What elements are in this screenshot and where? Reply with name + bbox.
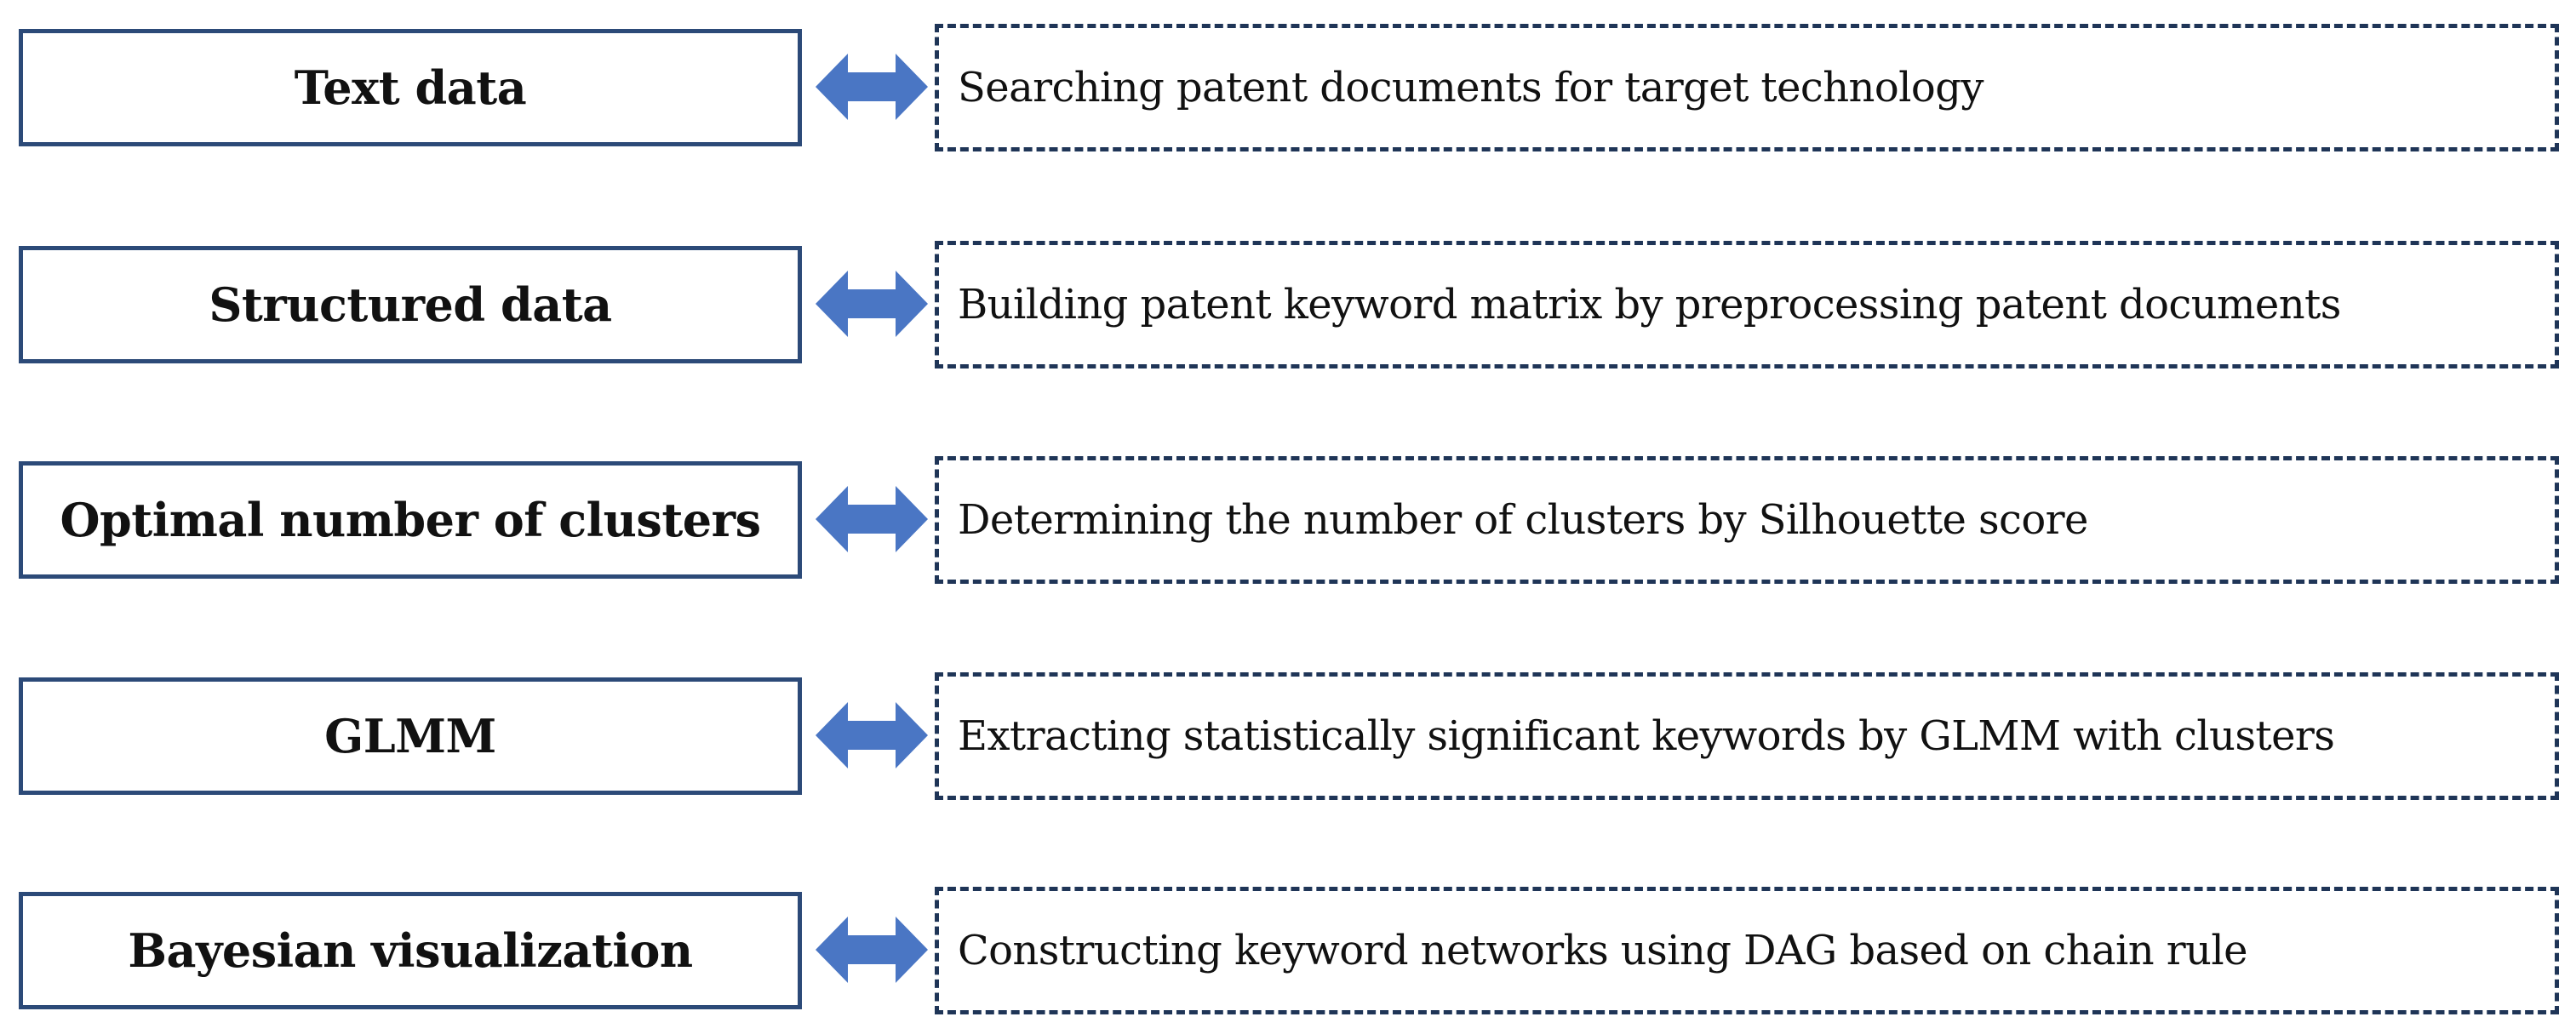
step-row-glmm: GLMM Extracting statistically significan… xyxy=(0,672,2576,800)
stage-label: Optimal number of clusters xyxy=(60,493,761,547)
description-box-optimal-clusters: Determining the number of clusters by Si… xyxy=(935,456,2559,584)
description-box-glmm: Extracting statistically significant key… xyxy=(935,672,2559,800)
description-box-bayesian-visualization: Constructing keyword networks using DAG … xyxy=(935,887,2559,1014)
stage-label: GLMM xyxy=(324,709,496,763)
description-box-structured-data: Building patent keyword matrix by prepro… xyxy=(935,241,2559,368)
step-row-bayesian-visualization: Bayesian visualization Constructing keyw… xyxy=(0,887,2576,1014)
description-text: Determining the number of clusters by Si… xyxy=(958,496,2088,544)
stage-label: Structured data xyxy=(209,277,612,332)
stage-box-optimal-clusters: Optimal number of clusters xyxy=(19,461,802,579)
double-headed-arrow-icon xyxy=(816,917,928,983)
stage-box-text-data: Text data xyxy=(19,29,802,146)
description-text: Building patent keyword matrix by prepro… xyxy=(958,281,2341,328)
stage-box-glmm: GLMM xyxy=(19,677,802,795)
double-headed-arrow-icon xyxy=(816,271,928,337)
description-text: Constructing keyword networks using DAG … xyxy=(958,927,2248,974)
stage-box-structured-data: Structured data xyxy=(19,246,802,363)
stage-label: Text data xyxy=(294,60,527,115)
stage-label: Bayesian visualization xyxy=(128,923,693,978)
double-headed-arrow-icon xyxy=(816,702,928,768)
step-row-structured-data: Structured data Building patent keyword … xyxy=(0,241,2576,368)
stage-box-bayesian-visualization: Bayesian visualization xyxy=(19,892,802,1009)
double-headed-arrow-icon xyxy=(816,486,928,552)
description-text: Extracting statistically significant key… xyxy=(958,712,2335,760)
step-row-optimal-clusters: Optimal number of clusters Determining t… xyxy=(0,456,2576,584)
description-text: Searching patent documents for target te… xyxy=(958,64,1984,111)
description-box-text-data: Searching patent documents for target te… xyxy=(935,24,2559,151)
double-headed-arrow-icon xyxy=(816,54,928,120)
step-row-text-data: Text data Searching patent documents for… xyxy=(0,24,2576,151)
